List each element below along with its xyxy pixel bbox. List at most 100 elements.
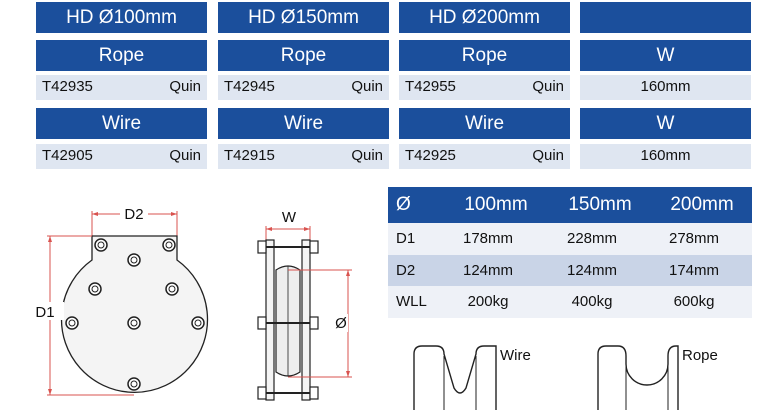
spec-row-wll: WLL 200kg 400kg 600kg [388, 286, 752, 318]
dia-arrow-top [346, 270, 350, 276]
col1-rope-code: T42935 [42, 78, 93, 95]
w-arrow-right [304, 227, 310, 231]
spec-row-label: D1 [396, 230, 416, 247]
w-arrow-left [266, 227, 272, 231]
col2-wire-type: Quin [351, 147, 383, 164]
col2-rope-code: T42945 [224, 78, 275, 95]
bolt [162, 238, 176, 252]
bolt-inner [130, 319, 138, 327]
col2-rope-label: Rope [218, 40, 389, 71]
col3-rope-row: T42955 Quin [399, 75, 570, 100]
bolt-inner [194, 319, 202, 327]
col3-header: HD Ø200mm [399, 2, 570, 33]
spec-cell: 124mm [566, 262, 618, 279]
spec-cell: 124mm [462, 262, 514, 279]
spec-row-d2: D2 124mm 124mm 174mm [388, 255, 752, 286]
col1-rope-type: Quin [169, 78, 201, 95]
col4-rope-value: 160mm [640, 78, 691, 95]
d1-label: D1 [35, 304, 54, 321]
bolt [94, 238, 108, 252]
side-plate-left [265, 239, 275, 401]
spec-header-100: 100mm [464, 194, 528, 215]
d2-arrow-right [171, 212, 177, 216]
col1-wire-row: T42905 Quin [36, 144, 207, 169]
nut [309, 240, 319, 254]
col3-wire-row: T42925 Quin [399, 144, 570, 169]
spec-row-label: D2 [396, 262, 416, 279]
spec-header-150: 150mm [568, 194, 632, 215]
col4-wire-row: 160mm [580, 144, 751, 169]
wire-profile-label: Wire [500, 347, 531, 364]
bolt-inner [130, 380, 138, 388]
dia-arrow-bottom [346, 371, 350, 377]
col4-wire-value: 160mm [640, 147, 691, 164]
col3-rope-type: Quin [532, 78, 564, 95]
bolt-inner [130, 256, 138, 264]
col2-header: HD Ø150mm [218, 2, 389, 33]
d1-label-bg [36, 302, 64, 320]
col1-wire-label: Wire [36, 108, 207, 139]
bolt-inner [91, 285, 99, 293]
col1-rope-row: T42935 Quin [36, 75, 207, 100]
wire-groove-profile [413, 345, 497, 410]
d1-arrow-bottom [48, 389, 52, 395]
bolt-inner [97, 241, 105, 249]
nut [257, 386, 267, 400]
spec-cell: 400kg [571, 293, 613, 310]
spec-cell: 174mm [668, 262, 720, 279]
col2-wire-label: Wire [218, 108, 389, 139]
d2-arrow-left [92, 212, 98, 216]
spec-row-label: WLL [396, 293, 427, 310]
side-plate-right [301, 239, 311, 401]
col1-wire-type: Quin [169, 147, 201, 164]
col4-header [580, 2, 751, 33]
spec-table: Ø 100mm 150mm 200mm D1 178mm 228mm 278mm… [388, 187, 752, 318]
bolt-inner [168, 285, 176, 293]
front-view-drawing: D2 D1 [35, 206, 209, 396]
rope-profile-label: Rope [682, 347, 718, 364]
col4-rope-row: 160mm [580, 75, 751, 100]
rope-groove-profile [597, 345, 679, 410]
col3-wire-label: Wire [399, 108, 570, 139]
col1-header: HD Ø100mm [36, 2, 207, 33]
d2-label-bg [120, 206, 148, 222]
bolt [191, 316, 205, 330]
bolt [127, 253, 141, 267]
col2-rope-type: Quin [351, 78, 383, 95]
d2-label: D2 [124, 206, 143, 223]
bolt-inner [165, 241, 173, 249]
spec-cell: 178mm [462, 230, 514, 247]
spec-header-row: Ø 100mm 150mm 200mm [388, 187, 752, 223]
dia-label: Ø [335, 315, 347, 332]
spec-cell: 278mm [668, 230, 720, 247]
spec-row-d1: D1 178mm 228mm 278mm [388, 223, 752, 255]
col3-wire-type: Quin [532, 147, 564, 164]
col2-rope-row: T42945 Quin [218, 75, 389, 100]
col2-wire-code: T42915 [224, 147, 275, 164]
bolt-inner [68, 319, 76, 327]
col4-rope-label: W [580, 40, 751, 71]
col2-wire-row: T42915 Quin [218, 144, 389, 169]
col3-rope-code: T42955 [405, 78, 456, 95]
bolt [88, 282, 102, 296]
col3-rope-label: Rope [399, 40, 570, 71]
bolt [127, 316, 141, 330]
nut [257, 316, 267, 330]
dia-label-bg [334, 314, 348, 332]
spec-cell: 600kg [673, 293, 715, 310]
bolt [127, 377, 141, 391]
d1-arrow-top [48, 236, 52, 242]
spec-header-200: 200mm [670, 194, 734, 215]
side-view-drawing: W Ø [257, 209, 352, 401]
spec-cell: 200kg [467, 293, 509, 310]
nut [309, 316, 319, 330]
w-label: W [282, 209, 297, 226]
spec-cell: 228mm [566, 230, 618, 247]
nut [309, 386, 319, 400]
col4-wire-label: W [580, 108, 751, 139]
bolt [65, 316, 79, 330]
col3-wire-code: T42925 [405, 147, 456, 164]
col1-wire-code: T42905 [42, 147, 93, 164]
spec-header-dia: Ø [396, 194, 411, 215]
bolt [165, 282, 179, 296]
